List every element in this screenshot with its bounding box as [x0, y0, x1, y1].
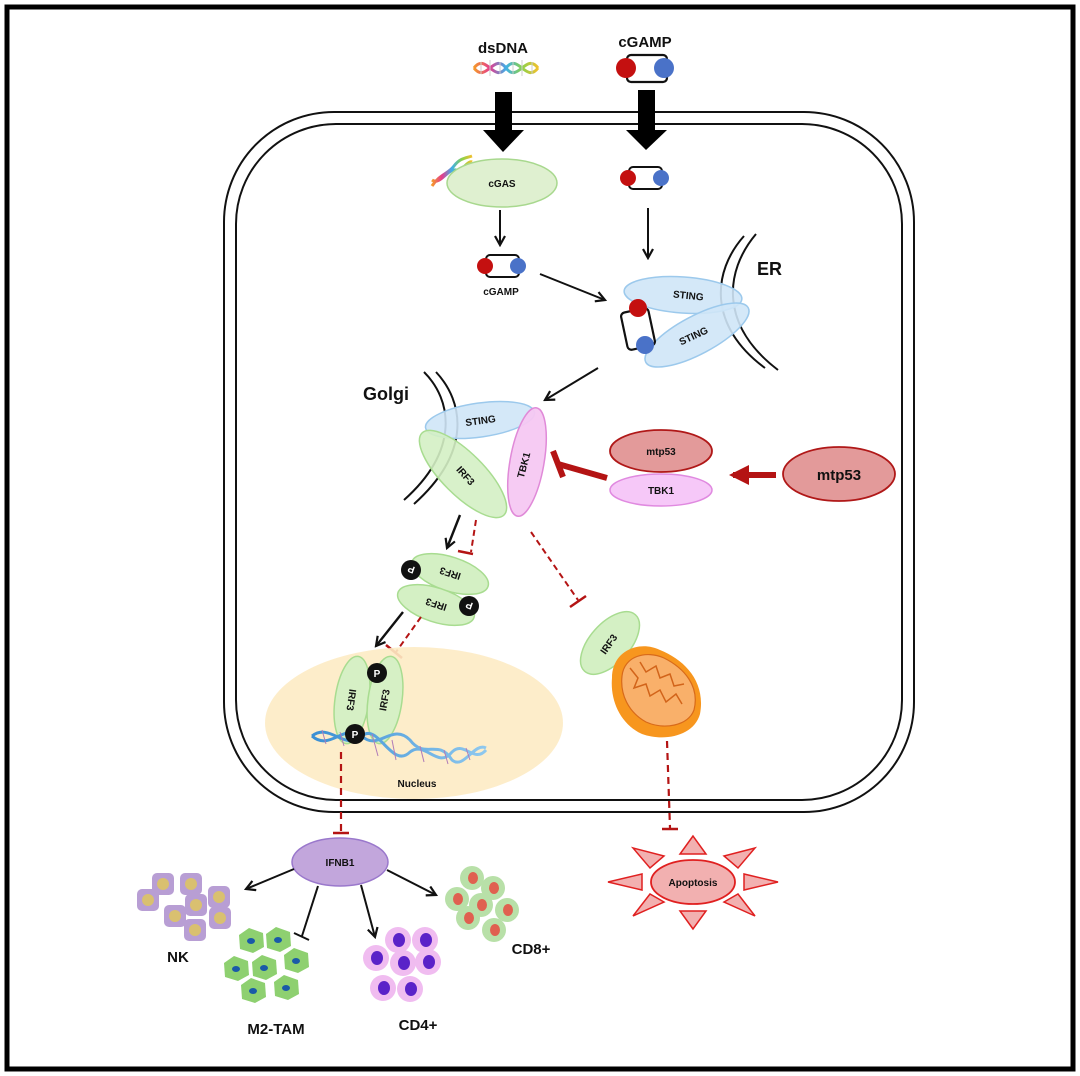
sting-golgi-label: STING — [465, 414, 497, 429]
m2-tam-label: M2-TAM — [247, 1021, 304, 1038]
cd4-cell — [385, 927, 411, 953]
cgas-label: cGAS — [488, 179, 516, 190]
nucleus-label: Nucleus — [398, 779, 437, 790]
golgi-label: Golgi — [363, 384, 409, 404]
mtp53-free-label: mtp53 — [817, 467, 861, 484]
cell-membrane-outer — [223, 111, 915, 813]
nk-cell — [184, 919, 206, 941]
mtp53-complex-node — [609, 429, 713, 473]
nk-cell — [152, 873, 174, 895]
svg-text:P: P — [352, 730, 359, 741]
ifnb1-node — [291, 837, 389, 887]
irf3-nuc-label-2: IRF3 — [378, 688, 393, 712]
cd8-label: CD8+ — [512, 941, 551, 958]
cd8-cell — [481, 876, 505, 900]
cd4-label: CD4+ — [399, 1017, 438, 1034]
m2-tam-cell — [266, 927, 291, 952]
cd8-cell — [495, 898, 519, 922]
inhibition-mtp53-tbk1 — [550, 449, 608, 481]
mtp53-complex-label: mtp53 — [646, 447, 676, 458]
svg-text:P: P — [406, 562, 416, 575]
cd4-cell — [363, 945, 389, 971]
apoptosis-node — [607, 834, 779, 931]
dsdna-helix-icon — [472, 60, 540, 76]
nk-label: NK — [167, 949, 189, 966]
cd4-cell — [415, 949, 441, 975]
cgamp-internalized-icon — [620, 166, 669, 190]
cd4-cells-icon — [363, 927, 441, 1002]
entry-arrow-dsdna — [483, 92, 524, 152]
m2-tam-cell — [241, 978, 266, 1003]
inhibition-ifnb1-m2tam — [293, 885, 319, 941]
irf3-nuc-label-1: IRF3 — [343, 688, 357, 711]
m2-tam-cell — [252, 955, 277, 980]
cgamp-bound-sting-icon — [619, 299, 657, 354]
m2-tam-cell — [224, 956, 249, 981]
cd4-cell — [412, 927, 438, 953]
nk-cell — [185, 894, 207, 916]
dsdna-label: dsDNA — [478, 40, 528, 57]
mtp53-free-node — [782, 446, 896, 502]
cd8-cell — [456, 906, 480, 930]
arrow-cgamp-bind-sting — [539, 273, 605, 300]
cd4-cell — [370, 975, 396, 1001]
nk-cell — [180, 873, 202, 895]
m2-tam-cell — [239, 928, 264, 953]
inhibition-dashed-ifnb1 — [333, 752, 349, 835]
cd4-cell — [397, 976, 423, 1002]
nucleus — [265, 647, 563, 799]
cd8-cell — [482, 918, 506, 942]
apoptosis-label: Apoptosis — [669, 878, 718, 889]
figure-frame — [4, 4, 1076, 1072]
cgamp-inner-label: cGAMP — [483, 287, 519, 298]
tbk1-complex-node — [609, 473, 713, 507]
nk-cells-icon — [137, 873, 231, 941]
tbk1-complex-label: TBK1 — [648, 486, 675, 497]
inhibition-dashed-irf3-mito — [530, 531, 587, 609]
tbk1-golgi-node — [506, 407, 548, 517]
er-label: ER — [757, 259, 782, 279]
phospho-mark-1: P — [401, 560, 421, 580]
svg-text:P: P — [464, 598, 474, 611]
cgamp-molecule-icon — [616, 53, 674, 84]
nk-cell — [208, 886, 230, 908]
inhibition-dashed-irf3-phos — [457, 519, 477, 556]
mitochondrion-icon — [611, 646, 702, 738]
cgamp-top-label: cGAMP — [618, 34, 671, 51]
arrow-ifnb1-to-nk — [246, 868, 295, 889]
inhibition-dashed-apoptosis — [662, 740, 678, 831]
irf3-dimer-node-2 — [396, 583, 476, 627]
m2-tam-cells-icon — [224, 927, 309, 1003]
phospho-mark-3: P — [367, 663, 387, 683]
arrow-ifnb1-to-cd4 — [360, 884, 375, 937]
irf3-golgi-node — [418, 429, 508, 519]
m2-tam-cell — [284, 948, 309, 973]
nk-cell — [164, 905, 186, 927]
ifnb1-label: IFNB1 — [326, 858, 355, 869]
nk-cell — [209, 907, 231, 929]
phospho-mark-4: P — [345, 724, 365, 744]
cell-membrane-inner — [235, 123, 903, 801]
sting-node-2 — [644, 302, 750, 368]
sting-label-1: STING — [672, 289, 704, 303]
m2-tam-cell — [274, 975, 299, 1000]
cgas-node — [446, 158, 558, 208]
entry-arrow-cgamp — [626, 90, 667, 150]
nk-cell — [137, 889, 159, 911]
cd8-cells-icon — [445, 866, 519, 942]
sting-node-1 — [623, 275, 743, 315]
arrow-sting-to-golgi — [545, 367, 599, 400]
phospho-mark-2: P — [459, 596, 479, 616]
arrow-irf3-to-nucleus — [376, 611, 404, 646]
arrow-ifnb1-to-cd8 — [386, 869, 436, 895]
cd8-cell — [445, 887, 469, 911]
cd4-cell — [390, 950, 416, 976]
cd8-cell — [460, 866, 484, 890]
cgamp-produced-icon — [477, 254, 526, 278]
svg-text:P: P — [374, 669, 381, 680]
arrow-golgi-to-irf3-dimer — [447, 514, 462, 548]
